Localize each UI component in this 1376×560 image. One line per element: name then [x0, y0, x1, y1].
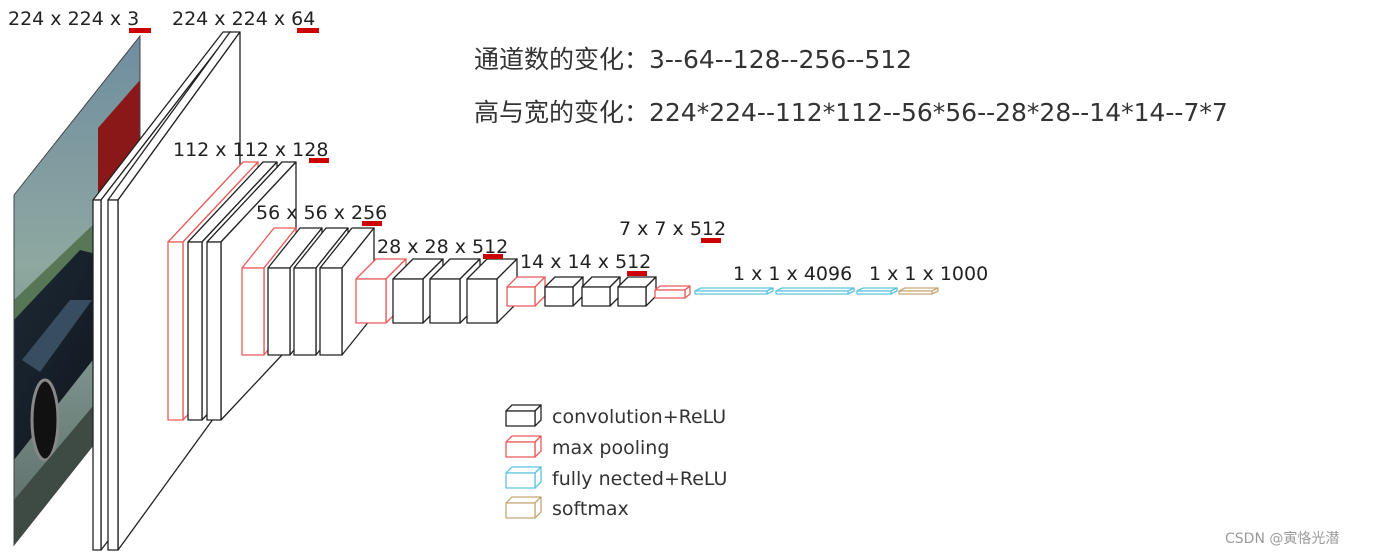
legend-softmax-icon: [505, 496, 542, 519]
dimension-labels: 224 x 224 x 3 224 x 224 x 64 112 x 112 x…: [8, 8, 988, 285]
legend-conv-label: convolution+ReLU: [552, 406, 726, 428]
legend-conv-icon: [505, 404, 542, 427]
size-change-note: 高与宽的变化：224*224--112*112--56*56--28*28--1…: [474, 98, 1228, 127]
marker-conv5: [627, 271, 647, 276]
fc2-block: [775, 287, 855, 295]
legend-pool-icon: [505, 435, 542, 458]
marker-conv4: [483, 254, 503, 259]
label-conv4: 28 x 28 x 512: [377, 236, 508, 258]
channel-markers: [129, 28, 721, 276]
marker-pool5: [701, 238, 721, 243]
legend-fc-label: fully nected+ReLU: [552, 468, 727, 490]
legend-icon-box-0: [505, 404, 542, 427]
fc1-block: [694, 287, 774, 295]
legend-softmax-label: softmax: [552, 498, 629, 520]
label-conv2: 112 x 112 x 128: [173, 139, 328, 161]
marker-conv3: [362, 221, 382, 226]
legend: convolution+ReLU max pooling fully necte…: [505, 404, 727, 520]
legend-item-softmax: softmax: [505, 496, 629, 520]
legend-icon-box-3: [505, 496, 542, 519]
legend-item-pool: max pooling: [505, 435, 669, 459]
marker-input: [129, 28, 151, 33]
label-softmax: 1 x 1 x 1000: [869, 263, 988, 285]
conv5-block-3: [617, 276, 657, 307]
marker-conv2: [309, 158, 329, 163]
label-fc: 1 x 1 x 4096: [733, 263, 852, 285]
label-conv3: 56 x 56 x 256: [256, 202, 387, 224]
legend-item-fc: fully nected+ReLU: [505, 466, 727, 490]
softmax-block: [898, 287, 939, 295]
channel-change-note: 通道数的变化：3--64--128--256--512: [474, 45, 912, 74]
label-conv5: 14 x 14 x 512: [520, 251, 651, 273]
marker-conv1: [297, 28, 319, 33]
conv5-block-1: [544, 276, 584, 307]
label-pool5: 7 x 7 x 512: [619, 218, 726, 240]
legend-fc-icon: [505, 466, 542, 489]
legend-item-conv: convolution+ReLU: [505, 404, 726, 428]
fc3-block: [856, 287, 898, 295]
legend-icon-box-1: [505, 435, 542, 458]
pool5-block: [654, 285, 691, 299]
legend-icon-box-2: [505, 466, 542, 489]
label-conv1: 224 x 224 x 64: [172, 8, 315, 30]
label-input: 224 x 224 x 3: [8, 8, 139, 30]
layer-blocks: [92, 31, 939, 551]
watermark: CSDN @寅恪光潜: [1225, 530, 1339, 547]
legend-pool-label: max pooling: [552, 437, 669, 459]
pool4-block: [506, 276, 546, 307]
conv5-block-2: [581, 276, 621, 307]
